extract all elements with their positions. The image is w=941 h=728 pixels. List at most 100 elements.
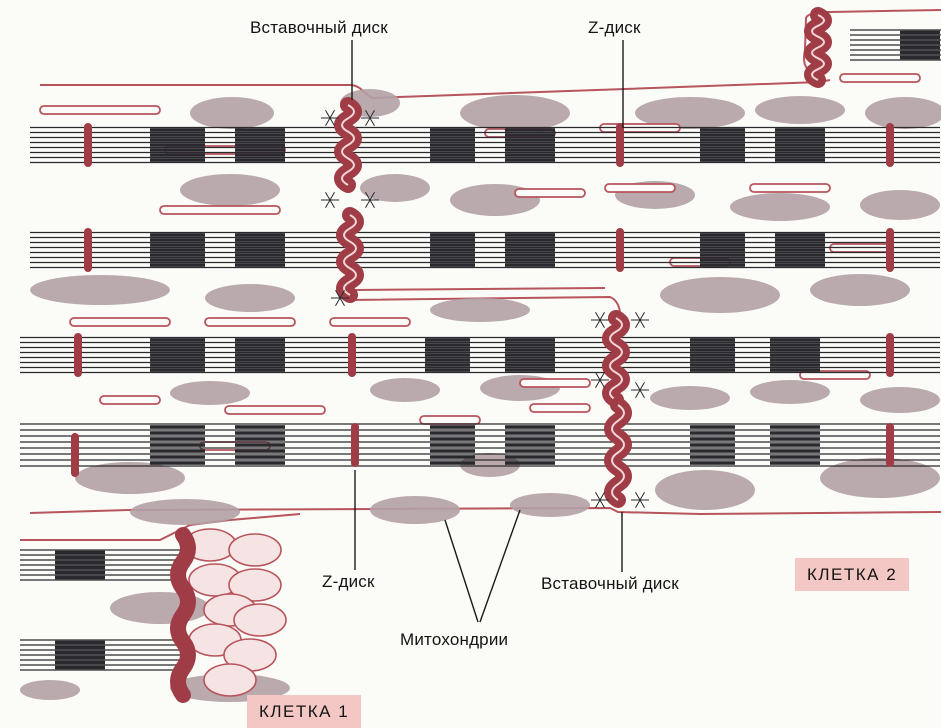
thick-filament: [505, 143, 555, 147]
mitochondrion: [20, 680, 80, 700]
thick-filament: [700, 238, 745, 242]
thick-filament: [150, 158, 205, 162]
thick-filament: [235, 455, 285, 459]
thick-filament: [505, 358, 555, 362]
thick-filament: [430, 243, 475, 247]
thick-filament: [900, 51, 940, 55]
sarcoplasmic-reticulum: [605, 184, 675, 192]
mitochondrion: [370, 496, 460, 524]
thick-filament: [425, 368, 470, 372]
mitochondrion: [755, 96, 845, 124]
thick-filament: [55, 551, 105, 555]
thick-filament: [505, 138, 555, 142]
thick-filament: [505, 158, 555, 162]
thick-filament: [700, 133, 745, 137]
thick-filament: [430, 443, 475, 447]
thick-filament: [775, 258, 825, 262]
mitochondrion: [860, 190, 940, 220]
thick-filament: [770, 363, 820, 367]
thick-filament: [505, 431, 555, 435]
mitochondrion: [460, 95, 570, 131]
mitochondrion: [430, 298, 530, 322]
thick-filament: [150, 368, 205, 372]
desmosome: [370, 118, 375, 126]
desmosome: [600, 312, 605, 320]
thick-filament: [430, 248, 475, 252]
thick-filament: [235, 358, 285, 362]
thick-filament: [150, 338, 205, 342]
thick-filament: [150, 353, 205, 357]
sarcoplasmic-reticulum: [100, 396, 160, 404]
thick-filament: [235, 449, 285, 453]
thick-filament: [770, 449, 820, 453]
thick-filament: [505, 128, 555, 132]
thick-filament: [770, 368, 820, 372]
mitochondrion: [650, 386, 730, 410]
thick-filament: [150, 248, 205, 252]
cell1-intercalated-disc: [178, 535, 188, 695]
mitochondrion: [130, 499, 240, 525]
thick-filament: [235, 348, 285, 352]
desmosome: [330, 200, 335, 208]
thick-filament: [430, 153, 475, 157]
desmosome: [336, 298, 341, 306]
thick-filament: [150, 263, 205, 267]
label-intercalated-disc-top: Вставочный диск: [250, 18, 388, 38]
label-z-disc-bottom: Z-диск: [322, 572, 375, 592]
thick-filament: [55, 651, 105, 655]
desmosome: [600, 380, 605, 388]
thick-filament: [150, 238, 205, 242]
thick-filament: [770, 461, 820, 465]
thick-filament: [235, 143, 285, 147]
thick-filament: [430, 258, 475, 262]
thick-filament: [505, 437, 555, 441]
thick-filament: [150, 461, 205, 465]
thick-filament: [700, 258, 745, 262]
desmosome: [600, 500, 605, 508]
sarcoplasmic-reticulum: [40, 106, 160, 114]
thick-filament: [775, 153, 825, 157]
z-disc: [886, 123, 894, 167]
thick-filament: [235, 363, 285, 367]
thick-filament: [770, 425, 820, 429]
thick-filament: [425, 363, 470, 367]
thick-filament: [235, 248, 285, 252]
thick-filament: [700, 138, 745, 142]
thick-filament: [55, 666, 105, 670]
z-disc: [616, 123, 624, 167]
z-disc: [616, 228, 624, 272]
mitochondrion: [190, 97, 274, 129]
thick-filament: [150, 443, 205, 447]
thick-filament: [770, 358, 820, 362]
thick-filament: [430, 425, 475, 429]
thick-filament: [690, 449, 735, 453]
thick-filament: [900, 36, 940, 40]
cell-membrane: [40, 80, 830, 98]
thick-filament: [235, 343, 285, 347]
desmosome: [640, 390, 645, 398]
thick-filament: [690, 343, 735, 347]
thick-filament: [900, 41, 940, 45]
thick-filament: [900, 56, 940, 60]
thick-filament: [505, 425, 555, 429]
mitochondrion: [660, 277, 780, 313]
z-disc: [84, 228, 92, 272]
cell-end-lobe: [229, 534, 281, 566]
desmosome: [600, 320, 605, 328]
thick-filament: [430, 148, 475, 152]
thick-filament: [150, 363, 205, 367]
thick-filament: [505, 243, 555, 247]
thick-filament: [700, 263, 745, 267]
thick-filament: [775, 233, 825, 237]
thick-filament: [55, 571, 105, 575]
thick-filament: [505, 238, 555, 242]
thick-filament: [775, 248, 825, 252]
thick-filament: [430, 431, 475, 435]
thick-filament: [700, 143, 745, 147]
mitochondrion: [510, 493, 590, 517]
thick-filament: [150, 128, 205, 132]
thick-filament: [425, 358, 470, 362]
mitochondrion: [750, 380, 830, 404]
thick-filament: [55, 556, 105, 560]
desmosome: [636, 320, 641, 328]
